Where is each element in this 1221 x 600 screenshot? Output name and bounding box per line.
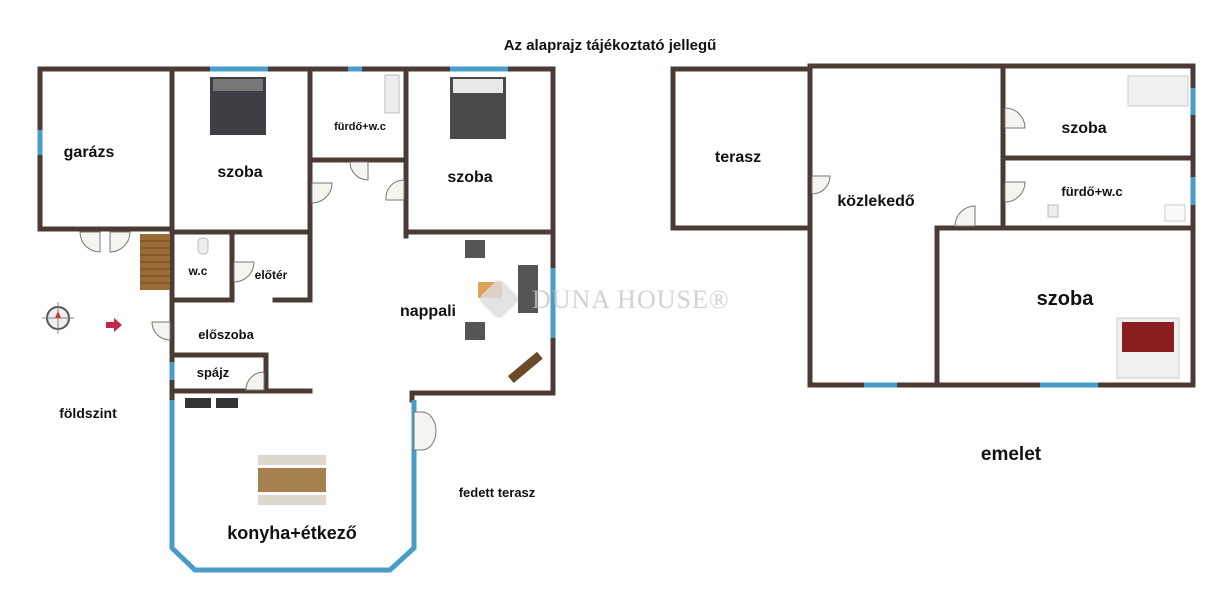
sink-icon: [185, 398, 211, 408]
upper-furniture: [1047, 75, 1189, 379]
entrance-arrow-icon: [106, 318, 122, 332]
upper-doors: [811, 107, 1026, 227]
upper-floor-windows: [864, 88, 1196, 388]
bench-icon: [258, 495, 326, 505]
watermark-logo: DUNA HOUSE®: [480, 280, 730, 318]
room-label-covered-terrace: fedett terasz: [459, 485, 536, 500]
room-label-bedroom1: szoba: [217, 164, 262, 181]
floor-label-upper: emelet: [981, 444, 1042, 465]
tv-stand-icon: [507, 351, 543, 384]
sofa-icon: [518, 265, 538, 313]
ground-floor-walls: [37, 66, 556, 403]
room-label-bedroom-large: szoba: [1037, 288, 1095, 310]
armchair-icon: [465, 322, 485, 340]
toilet-icon: [197, 237, 209, 255]
ground-floor-windows: [37, 66, 556, 573]
upper-floor-walls: [670, 63, 1196, 388]
room-label-bathroom: fürdő+w.c: [334, 121, 386, 133]
room-label-vestibule: előtér: [255, 268, 288, 282]
floor-label-ground: földszint: [59, 405, 117, 421]
room-label-garage: garázs: [64, 144, 115, 161]
room-label-bedroom2: szoba: [447, 169, 492, 186]
stairs: [140, 234, 170, 290]
shower-icon: [1164, 204, 1186, 222]
room-label-upper-bathroom: fürdő+w.c: [1061, 184, 1122, 199]
bed-icon: [1127, 75, 1189, 107]
room-label-bedroom-small: szoba: [1061, 120, 1106, 137]
room-label-hall: előszoba: [198, 327, 254, 342]
svg-text:DUNA HOUSE®: DUNA HOUSE®: [532, 285, 730, 314]
doors: [79, 161, 437, 451]
room-label-kitchen: konyha+étkező: [227, 523, 357, 543]
room-label-wc: w.c: [188, 264, 208, 278]
armchair-icon: [465, 240, 485, 258]
dining-table-icon: [258, 468, 326, 492]
bench-icon: [258, 455, 326, 465]
room-label-corridor: közlekedő: [837, 193, 915, 210]
bathtub-icon: [384, 74, 400, 114]
plan-title: Az alaprajz tájékoztató jellegű: [504, 37, 717, 54]
stove-icon: [216, 398, 238, 408]
compass-icon: [42, 302, 74, 334]
room-label-living: nappali: [400, 303, 456, 320]
room-label-terrace: terasz: [715, 149, 761, 166]
toilet-icon: [1047, 204, 1059, 218]
room-label-pantry: spájz: [197, 365, 230, 380]
